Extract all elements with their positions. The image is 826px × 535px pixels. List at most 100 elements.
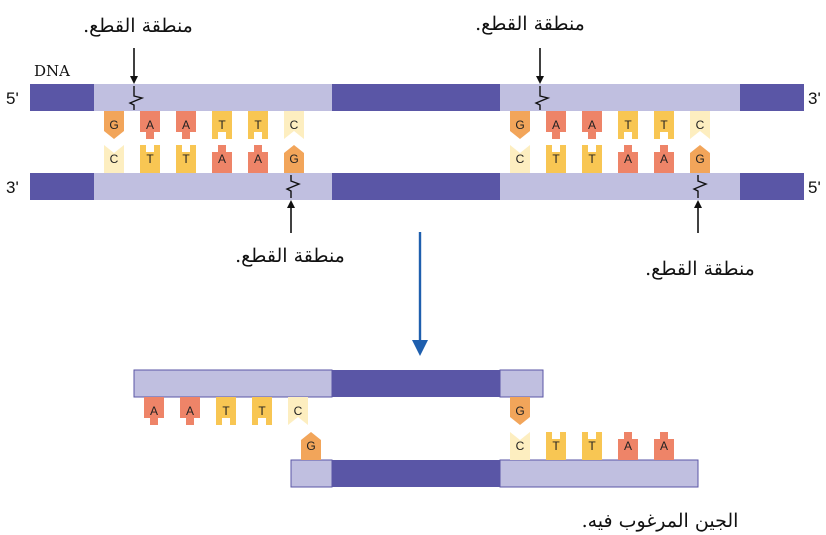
label-3prime-bottom: 3' bbox=[6, 178, 19, 197]
site1-bottom-base-4-shape bbox=[248, 145, 268, 173]
top-strand-site-left bbox=[94, 84, 332, 111]
site1-top-base-1-shape bbox=[140, 111, 160, 139]
product-top-strand-right bbox=[499, 369, 544, 398]
site1-bottom-base-4-letter: A bbox=[254, 152, 262, 166]
label-3prime-top: 3' bbox=[808, 89, 821, 108]
upper-dna-strand bbox=[30, 84, 804, 200]
cut-mark-top-right bbox=[534, 86, 551, 110]
top-strand-site-right bbox=[500, 84, 740, 111]
product-right-paired-0-letter: G bbox=[515, 404, 524, 418]
site1-top-base-5-letter: C bbox=[290, 118, 299, 132]
product-bottom-strand-middle bbox=[332, 460, 500, 487]
product-left-paired-0-shape bbox=[301, 432, 321, 460]
site2-top-base-5-shape bbox=[690, 111, 710, 139]
product-left-overhang-1-shape bbox=[180, 397, 200, 425]
site1-top-base-3-letter: T bbox=[218, 118, 226, 132]
product-right-overhang-4-letter: A bbox=[660, 439, 668, 453]
site2-bottom-base-5-shape bbox=[690, 145, 710, 173]
product-left-overhang-3-letter: T bbox=[258, 404, 266, 418]
recombinant-strands bbox=[133, 369, 699, 488]
product-right-overhang-3-shape bbox=[618, 432, 638, 460]
site2-top-base-1-shape bbox=[546, 111, 566, 139]
label-cut-site-top-right: منطقة القطع. bbox=[475, 13, 585, 35]
label-5prime-bottom: 5' bbox=[808, 178, 821, 197]
product-right-overhang-4-shape bbox=[654, 432, 674, 460]
product-left-overhang-0-shape bbox=[144, 397, 164, 425]
site1-bottom-base-1-shape bbox=[140, 145, 160, 173]
site2-bottom-base-0-shape bbox=[510, 145, 530, 173]
site2-bottom-base-4-letter: A bbox=[660, 152, 668, 166]
site2-bottom-base-5-letter: G bbox=[695, 152, 704, 166]
site2-bottom-base-1-letter: T bbox=[552, 152, 560, 166]
site2-bottom-base-2-letter: T bbox=[588, 152, 596, 166]
site1-top-base-0-shape bbox=[104, 111, 124, 139]
site2-top-base-3-letter: T bbox=[624, 118, 632, 132]
product-right-overhang-1-letter: T bbox=[552, 439, 560, 453]
product-left-overhang-1-letter: A bbox=[186, 404, 194, 418]
site1-top-base-1-letter: A bbox=[146, 118, 154, 132]
site2-top-base-2-shape bbox=[582, 111, 602, 139]
site1-bottom-base-0-letter: C bbox=[110, 152, 119, 166]
product-bottom-strand-left bbox=[290, 459, 333, 488]
bottom-strand-site-left bbox=[94, 173, 332, 200]
site1-bottom-base-5-shape bbox=[284, 145, 304, 173]
site2-top-base-1-letter: A bbox=[552, 118, 560, 132]
site1-top-base-2-letter: A bbox=[182, 118, 190, 132]
product-top-strand-middle bbox=[332, 370, 500, 397]
site1-bottom-base-3-shape bbox=[212, 145, 232, 173]
product-left-paired-0-letter: G bbox=[306, 439, 315, 453]
product-bottom-strand-right bbox=[499, 459, 699, 488]
product-right-overhang-2-shape bbox=[582, 432, 602, 460]
label-5prime-top: 5' bbox=[6, 89, 19, 108]
product-right-overhang-0-shape bbox=[510, 432, 530, 460]
label-dna: DNA bbox=[34, 62, 70, 80]
site2-top-base-4-letter: T bbox=[660, 118, 668, 132]
product-left-overhang-4-shape bbox=[288, 397, 308, 425]
site2-bottom-base-2-shape bbox=[582, 145, 602, 173]
site2-top-base-3-shape bbox=[618, 111, 638, 139]
product-right-overhang-1-shape bbox=[546, 432, 566, 460]
site2-top-base-2-letter: A bbox=[588, 118, 596, 132]
site1-top-base-4-shape bbox=[248, 111, 268, 139]
site2-bottom-base-0-letter: C bbox=[516, 152, 525, 166]
site1-top-base-5-shape bbox=[284, 111, 304, 139]
site1-top-base-3-shape bbox=[212, 111, 232, 139]
cut-mark-bottom-right bbox=[692, 175, 708, 198]
label-desired-gene: الجين المرغوب فيه. bbox=[582, 510, 739, 532]
site1-bottom-base-2-shape bbox=[176, 145, 196, 173]
site1-bottom-base-3-letter: A bbox=[218, 152, 226, 166]
label-cut-site-bottom-left: منطقة القطع. bbox=[235, 245, 345, 267]
site1-bottom-base-0-shape bbox=[104, 145, 124, 173]
site1-bottom-base-2-letter: T bbox=[182, 152, 190, 166]
product-left-overhang-0-letter: A bbox=[150, 404, 158, 418]
nucleotide-bases: G A A T T C C T T A A G G A A T T C C T T A A G A A T T C G G C T T A A bbox=[104, 111, 710, 460]
site2-bottom-base-1-shape bbox=[546, 145, 566, 173]
site1-top-base-4-letter: T bbox=[254, 118, 262, 132]
site1-bottom-base-1-letter: T bbox=[146, 152, 154, 166]
site2-top-base-5-letter: C bbox=[696, 118, 705, 132]
label-cut-site-top-left: منطقة القطع. bbox=[83, 15, 193, 37]
product-right-overhang-0-letter: C bbox=[516, 439, 525, 453]
site1-top-base-0-letter: G bbox=[109, 118, 118, 132]
product-right-paired-0-shape bbox=[510, 397, 530, 425]
cut-mark-bottom-left bbox=[285, 175, 301, 198]
site2-bottom-base-3-shape bbox=[618, 145, 638, 173]
site2-top-base-0-letter: G bbox=[515, 118, 524, 132]
site1-bottom-base-5-letter: G bbox=[289, 152, 298, 166]
product-left-overhang-2-letter: T bbox=[222, 404, 230, 418]
site1-top-base-2-shape bbox=[176, 111, 196, 139]
product-right-overhang-2-letter: T bbox=[588, 439, 596, 453]
cut-mark-top-left bbox=[128, 86, 145, 110]
product-right-overhang-3-letter: A bbox=[624, 439, 632, 453]
site2-bottom-base-3-letter: A bbox=[624, 152, 632, 166]
product-left-overhang-2-shape bbox=[216, 397, 236, 425]
product-left-overhang-3-shape bbox=[252, 397, 272, 425]
process-arrow-head bbox=[412, 340, 428, 356]
site2-bottom-base-4-shape bbox=[654, 145, 674, 173]
site2-top-base-0-shape bbox=[510, 111, 530, 139]
bottom-strand-site-right bbox=[500, 173, 740, 200]
label-cut-site-bottom-right: منطقة القطع. bbox=[645, 258, 755, 280]
product-top-strand-left bbox=[133, 369, 333, 398]
product-left-overhang-4-letter: C bbox=[294, 404, 303, 418]
